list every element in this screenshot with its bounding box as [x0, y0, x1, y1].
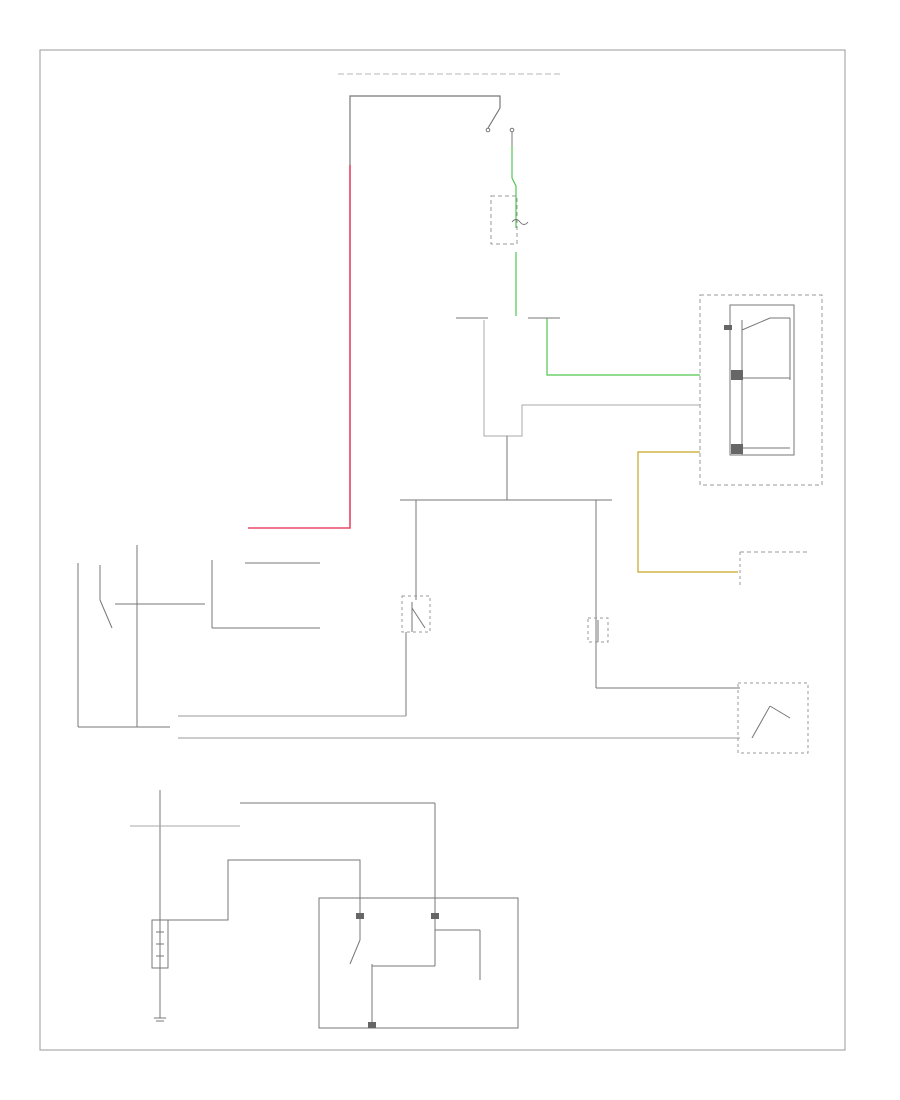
clutch-switch: [401, 595, 431, 716]
fuse-block: [490, 195, 529, 245]
starter-control-wires: [178, 715, 740, 739]
ground-symbol: [154, 1017, 166, 1022]
starter-relay: [77, 545, 320, 728]
ignition-switch: [349, 95, 515, 520]
starter-motor: [318, 897, 519, 1029]
range-switch: [587, 617, 609, 643]
battery-circuit: [130, 790, 436, 1018]
wire-red: [248, 165, 351, 529]
diagram-frame: [39, 49, 846, 1051]
wire-yellow: [637, 451, 738, 573]
neutral-safety-switch: [737, 682, 809, 754]
relay-box-upper: [699, 294, 823, 486]
wire-green: [511, 146, 700, 376]
connector-pair: [456, 317, 700, 437]
splice-branches: [400, 436, 740, 689]
body-control-module: [739, 551, 810, 588]
